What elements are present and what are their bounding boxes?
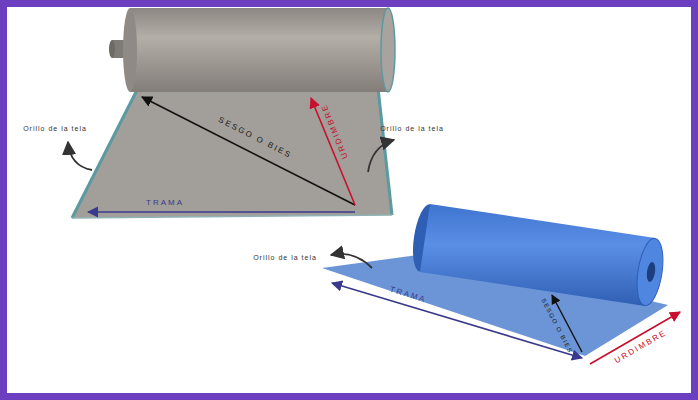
weft-label: TRAMA: [389, 286, 428, 305]
selvage-label: Orillo de la tela: [23, 125, 87, 132]
bias-label: SESGO O BIES: [540, 298, 573, 355]
weft-arrow: [88, 211, 355, 213]
grey-fabric: [72, 88, 392, 218]
warp-label: URDIMBRE: [320, 102, 349, 159]
selvage-pointer: [368, 140, 394, 172]
warp-label: URDIMBRE: [614, 329, 669, 365]
bias-label: SESGO O BIES: [217, 116, 293, 160]
selvage-pointer: [331, 254, 372, 268]
warp-arrow: [311, 98, 355, 205]
warp-arrow: [590, 312, 680, 364]
selvage-pointer: [68, 142, 92, 170]
weft-label: TRAMA: [146, 199, 184, 207]
selvage-label: Orillo de la tela: [253, 254, 317, 261]
blue-roll: [420, 204, 655, 306]
selvage-label: Orillo de la tela: [380, 125, 444, 132]
grey-roll: [130, 8, 388, 92]
weft-arrow: [332, 283, 582, 358]
frame: [4, 4, 695, 397]
bias-arrow: [142, 97, 355, 205]
